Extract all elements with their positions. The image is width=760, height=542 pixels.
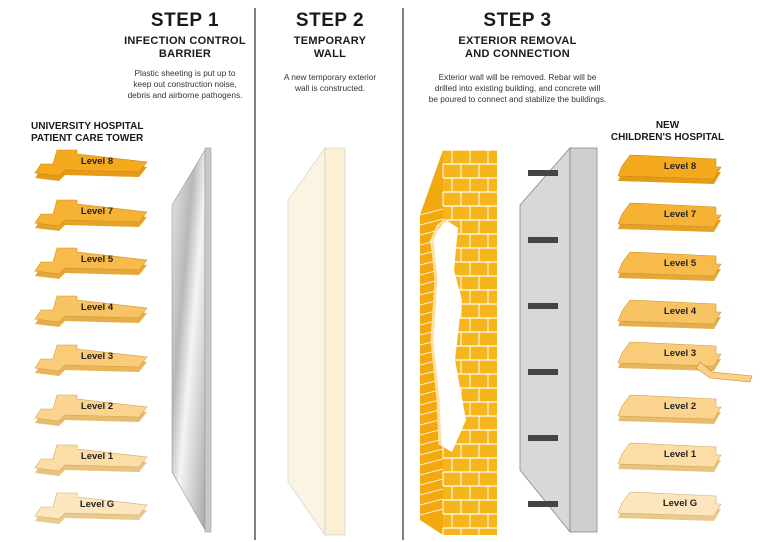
step-2-title: STEP 2 — [295, 10, 365, 31]
concrete-wall — [519, 146, 598, 534]
step-1-subtitle: INFECTION CONTROL BARRIER — [100, 35, 270, 61]
level-label: Level G — [80, 499, 114, 510]
step-2-subtitle: TEMPORARY WALL — [255, 35, 405, 61]
brick-wall — [419, 149, 497, 542]
level-label: Level 3 — [664, 348, 696, 359]
rebar — [528, 303, 558, 309]
level-label: Level G — [663, 498, 697, 509]
level-label: Level 8 — [664, 161, 696, 172]
level-label: Level 7 — [81, 206, 113, 217]
floor-plate-level-1: Level 1 — [617, 442, 722, 472]
desc-line: wall is constructed. — [294, 83, 366, 93]
level-label: Level 4 — [664, 306, 697, 317]
building-name-line: PATIENT CARE TOWER — [31, 133, 144, 144]
level-label: Level 2 — [81, 401, 113, 412]
step-1-title: STEP 1 — [150, 10, 220, 31]
plastic-barrier — [171, 147, 212, 533]
level-label: Level 5 — [664, 258, 697, 269]
desc-line: Plastic sheeting is put up to — [134, 68, 236, 78]
floor-plate-level-g: Level G — [617, 491, 722, 521]
wall-opening — [430, 220, 466, 452]
desc-line: keep out construction noise, — [133, 79, 237, 89]
floor-plate-level-7: Level 7 — [34, 199, 148, 231]
floor-plate-level-1: Level 1 — [34, 444, 148, 476]
step-1-subtitle-line: INFECTION CONTROL — [124, 35, 246, 47]
floor-plate-level-3: Level 3 — [34, 344, 148, 376]
rebar — [528, 237, 558, 243]
building-name-line: UNIVERSITY HOSPITAL — [31, 121, 144, 132]
desc-line: drilled into existing building, and conc… — [434, 83, 601, 93]
floor-plate-level-g: Level G — [34, 492, 148, 524]
floor-plate-level-8: Level 8 — [34, 149, 148, 181]
step-2-description: A new temporary exterior wall is constru… — [255, 72, 405, 94]
floor-plate-level-5: Level 5 — [34, 247, 148, 279]
rebar — [528, 170, 558, 176]
floor-plate-level-3: Level 3 — [617, 341, 722, 371]
rebar — [528, 369, 558, 375]
desc-line: Exterior wall will be removed. Rebar wil… — [438, 72, 597, 82]
desc-line: debris and airborne pathogens. — [127, 90, 243, 100]
rebar — [528, 501, 558, 507]
step-1-description: Plastic sheeting is put up to keep out c… — [110, 68, 260, 101]
step-3-title: STEP 3 — [483, 10, 552, 31]
building-name-line: CHILDREN'S HOSPITAL — [610, 132, 725, 143]
step-2-subtitle-line: TEMPORARY — [293, 35, 367, 47]
level-label: Level 7 — [664, 209, 696, 220]
step-3-subtitle: EXTERIOR REMOVAL AND CONNECTION — [420, 35, 615, 61]
floor-plate-level-8: Level 8 — [617, 154, 722, 184]
level-3-bridge — [695, 361, 753, 383]
building-name-line: NEW — [655, 120, 680, 131]
level-label: Level 2 — [664, 401, 696, 412]
floor-plate-level-2: Level 2 — [34, 394, 148, 426]
university-hospital-label: UNIVERSITY HOSPITAL PATIENT CARE TOWER — [31, 121, 143, 145]
level-label: Level 8 — [81, 156, 113, 167]
floor-plate-level-7: Level 7 — [617, 202, 722, 232]
level-label: Level 3 — [81, 351, 113, 362]
rebar — [528, 435, 558, 441]
level-label: Level 1 — [664, 449, 697, 460]
desc-line: be poured to connect and stabilize the b… — [428, 94, 607, 104]
floor-plate-level-4: Level 4 — [617, 299, 722, 329]
floor-plate-level-2: Level 2 — [617, 394, 722, 424]
floor-plate-level-4: Level 4 — [34, 295, 148, 327]
desc-line: A new temporary exterior — [283, 72, 377, 82]
step-1-subtitle-line: BARRIER — [158, 48, 212, 60]
floor-plate-level-5: Level 5 — [617, 251, 722, 281]
step-3-subtitle-line: AND CONNECTION — [464, 48, 571, 60]
level-label: Level 1 — [81, 451, 114, 462]
level-label: Level 5 — [81, 254, 114, 265]
temporary-wall — [287, 147, 346, 536]
step-3-description: Exterior wall will be removed. Rebar wil… — [415, 72, 620, 105]
childrens-hospital-label: NEW CHILDREN'S HOSPITAL — [600, 120, 735, 144]
level-label: Level 4 — [81, 302, 114, 313]
step-3-subtitle-line: EXTERIOR REMOVAL — [458, 35, 577, 47]
step-2-subtitle-line: WALL — [313, 48, 347, 60]
